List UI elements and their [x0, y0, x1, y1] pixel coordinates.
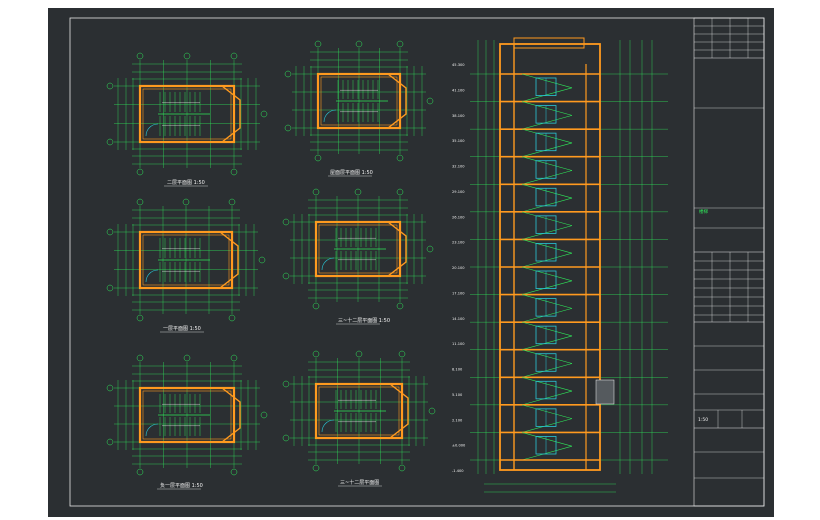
- elevation-label: 20.100: [452, 266, 465, 270]
- elevation-label: 38.100: [452, 114, 465, 118]
- plan-title-4: 三~十二层平面图 1:50: [338, 317, 390, 324]
- stair-plan-2: [284, 40, 434, 177]
- plan-title-1: 二层平面图 1:50: [167, 180, 205, 186]
- plan-title-6: 三~十二层平面图: [340, 479, 379, 486]
- sheet-background: [48, 8, 774, 517]
- elevation-label: 14.100: [452, 317, 465, 321]
- plan-title-2: 屋面层平面图 1:50: [330, 170, 373, 176]
- title-block-tag: 楼梯: [699, 208, 708, 215]
- elevation-label: 32.100: [452, 165, 465, 169]
- elevation-label: 35.100: [452, 139, 465, 143]
- elevation-label: 45.300: [452, 63, 465, 67]
- plan-title-3: 一层平面图 1:50: [163, 326, 201, 332]
- elevation-label: 41.100: [452, 88, 465, 92]
- elevation-label: 17.100: [452, 291, 465, 295]
- stair-plan-4: [282, 188, 434, 325]
- stair-plan-1: [106, 52, 268, 187]
- elevation-label: 23.100: [452, 241, 465, 245]
- section-elevation-labels: 45.300 41.100 38.100 35.100 32.100 29.100 26.1…: [452, 63, 466, 473]
- plan-title-5: 负一层平面图 1:50: [160, 482, 203, 489]
- stair-plan-5: [106, 354, 268, 490]
- elevation-label: 5.100: [452, 393, 463, 397]
- elevation-label: 26.100: [452, 215, 465, 219]
- section-floors: [470, 73, 668, 461]
- elevation-label: 8.100: [452, 368, 463, 372]
- elevation-label: ±0.000: [452, 444, 466, 448]
- title-block: 楼梯 1:50: [693, 17, 765, 507]
- stair-plan-6: [282, 350, 436, 487]
- elevation-label: 11.100: [452, 342, 465, 346]
- title-block-scale: 1:50: [698, 417, 708, 423]
- elevation-label: -1.400: [452, 469, 464, 473]
- plan-titles: 二层平面图 1:50 屋面层平面图 1:50 一层平面图 1:50 三~十二层平…: [160, 170, 390, 489]
- stair-section: 45.300 41.100 38.100 35.100 32.100 29.100 26.1…: [452, 37, 668, 493]
- elevation-label: 29.100: [452, 190, 465, 194]
- stair-plan-3: [106, 198, 266, 333]
- floor-plans: [106, 40, 436, 490]
- elevation-label: 2.100: [452, 418, 463, 422]
